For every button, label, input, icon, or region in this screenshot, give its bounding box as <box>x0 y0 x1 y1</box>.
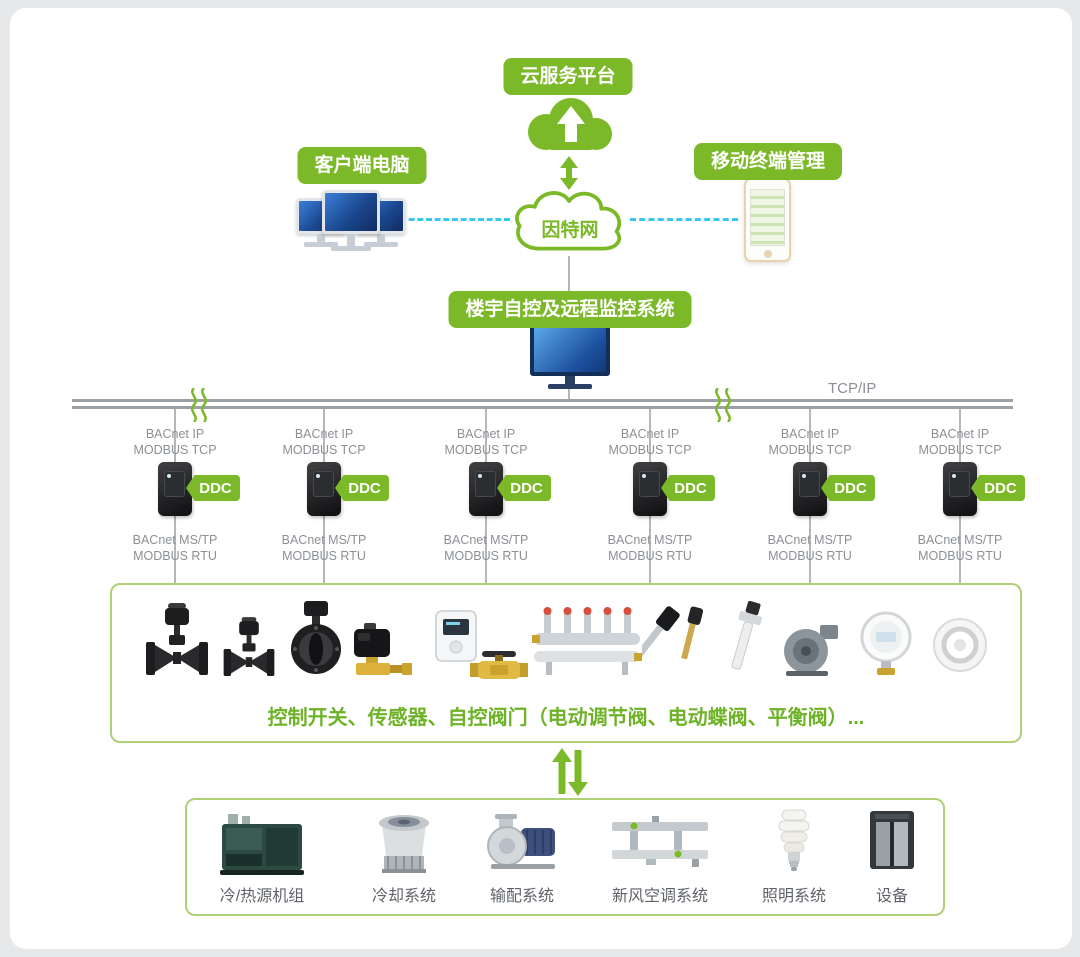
systems-box: 冷/热源机组 冷却系统 输配系统 <box>185 798 945 916</box>
internet-link-left <box>400 218 510 221</box>
ddc-upper-protocol: BACnet IP MODBUS TCP <box>605 426 695 458</box>
room-controller-icon <box>435 610 477 662</box>
ddc-lower-protocol: BACnet MS/TP MODBUS RTU <box>605 532 695 564</box>
round-sensor-icon <box>933 618 987 672</box>
brass-valve-icon <box>470 651 528 679</box>
protocol-line: BACnet MS/TP <box>281 533 367 547</box>
light-bulb-icon <box>778 809 810 871</box>
internet-cloud-icon <box>515 191 622 251</box>
tcpip-bus <box>72 399 1013 409</box>
ddc-tag: DDC <box>971 475 1025 501</box>
ddc-lower-protocol: BACnet MS/TP MODBUS RTU <box>130 532 220 564</box>
protocol-line: MODBUS RTU <box>918 549 1002 563</box>
pressure-transmitter-icon <box>860 611 912 675</box>
bus-signal-squiggle-icon <box>715 388 731 422</box>
solenoid-valve-icon <box>354 623 412 675</box>
chiller-icon <box>220 814 304 875</box>
ddc-tag: DDC <box>186 475 240 501</box>
internet-label: 因特网 <box>541 220 599 241</box>
system-label: 设备 <box>875 888 909 905</box>
protocol-line: MODBUS RTU <box>608 549 692 563</box>
cloud-link-arrow-icon <box>560 156 578 190</box>
ddc-controller-icon <box>158 462 192 516</box>
phone-home-button <box>763 250 772 258</box>
globe-valve-icon <box>146 603 208 675</box>
ddc-upper-protocol: BACnet IP MODBUS TCP <box>441 426 531 458</box>
protocol-line: MODBUS RTU <box>444 549 528 563</box>
ddc-tag: DDC <box>661 475 715 501</box>
protocol-line: BACnet IP <box>780 427 840 441</box>
protocol-line: MODBUS TCP <box>133 443 217 457</box>
protocol-line: MODBUS RTU <box>282 549 366 563</box>
cloud-platform-icon <box>528 98 612 150</box>
protocol-line: BACnet IP <box>930 427 990 441</box>
ddc-upper-protocol: BACnet IP MODBUS TCP <box>915 426 1005 458</box>
ddc-tag: DDC <box>497 475 551 501</box>
mobile-badge: 移动终端管理 <box>693 143 843 180</box>
protocol-line: BACnet MS/TP <box>443 533 529 547</box>
tcpip-label: TCP/IP <box>828 380 877 397</box>
pump-icon <box>487 814 555 869</box>
phone-screen <box>750 189 785 246</box>
ddc-upper-protocol: BACnet IP MODBUS TCP <box>130 426 220 458</box>
client-pc-badge: 客户端电脑 <box>297 147 427 184</box>
client-computers-icon <box>296 188 412 268</box>
field-devices-box: 控制开关、传感器、自控阀门（电动调节阀、电动蝶阀、平衡阀）... <box>110 583 1022 743</box>
ddc-tag: DDC <box>335 475 389 501</box>
ddc-upper-protocol: BACnet IP MODBUS TCP <box>765 426 855 458</box>
protocol-line: BACnet MS/TP <box>132 533 218 547</box>
protocol-line: MODBUS RTU <box>133 549 217 563</box>
protocol-line: BACnet MS/TP <box>917 533 1003 547</box>
protocol-line: BACnet IP <box>620 427 680 441</box>
ddc-controller-icon <box>633 462 667 516</box>
internet-link-right <box>630 218 738 221</box>
protocol-line: MODBUS TCP <box>444 443 528 457</box>
duct-sensor-icon <box>731 601 762 670</box>
protocol-line: BACnet IP <box>145 427 205 441</box>
protocol-line: MODBUS TCP <box>608 443 692 457</box>
bas-badge: 楼宇自控及远程监控系统 <box>448 291 692 328</box>
protocol-line: MODBUS TCP <box>918 443 1002 457</box>
butterfly-valve-icon <box>291 601 341 674</box>
protocol-line: MODBUS TCP <box>282 443 366 457</box>
system-label: 冷/热源机组 <box>219 888 305 905</box>
bas-workstation-monitor-icon <box>530 324 610 390</box>
cloud-platform-badge: 云服务平台 <box>503 58 633 95</box>
protocol-line: BACnet IP <box>456 427 516 441</box>
ddc-controller-icon <box>793 462 827 516</box>
cooling-tower-icon <box>379 815 429 873</box>
mobile-phone-icon <box>744 178 791 262</box>
blower-fan-icon <box>784 625 838 676</box>
temperature-sensor-icon <box>642 606 704 661</box>
elevator-icon <box>870 811 914 869</box>
ddc-lower-protocol: BACnet MS/TP MODBUS RTU <box>441 532 531 564</box>
globe-valve-small-icon <box>223 617 275 676</box>
bus-signal-squiggle-icon <box>191 388 207 422</box>
ddc-controller-icon <box>469 462 503 516</box>
diagram-card: 云服务平台 客户端电脑 移动终端管理 <box>10 8 1072 949</box>
protocol-line: BACnet IP <box>294 427 354 441</box>
ddc-controller-icon <box>943 462 977 516</box>
protocol-line: BACnet MS/TP <box>607 533 693 547</box>
protocol-line: MODBUS TCP <box>768 443 852 457</box>
ddc-lower-protocol: BACnet MS/TP MODBUS RTU <box>279 532 369 564</box>
ddc-controller-icon <box>307 462 341 516</box>
protocol-line: MODBUS RTU <box>768 549 852 563</box>
data-exchange-arrow-icon <box>552 748 588 796</box>
manifold-icon <box>532 607 642 675</box>
system-label: 输配系统 <box>489 888 555 905</box>
ddc-tag: DDC <box>821 475 875 501</box>
ddc-upper-protocol: BACnet IP MODBUS TCP <box>279 426 369 458</box>
system-label: 照明系统 <box>761 888 827 905</box>
system-label: 冷却系统 <box>371 888 437 905</box>
field-devices-caption: 控制开关、传感器、自控阀门（电动调节阀、电动蝶阀、平衡阀）... <box>267 707 865 729</box>
air-duct-icon <box>612 816 708 867</box>
protocol-line: BACnet MS/TP <box>767 533 853 547</box>
system-label: 新风空调系统 <box>611 888 709 905</box>
ddc-lower-protocol: BACnet MS/TP MODBUS RTU <box>915 532 1005 564</box>
ddc-lower-protocol: BACnet MS/TP MODBUS RTU <box>765 532 855 564</box>
